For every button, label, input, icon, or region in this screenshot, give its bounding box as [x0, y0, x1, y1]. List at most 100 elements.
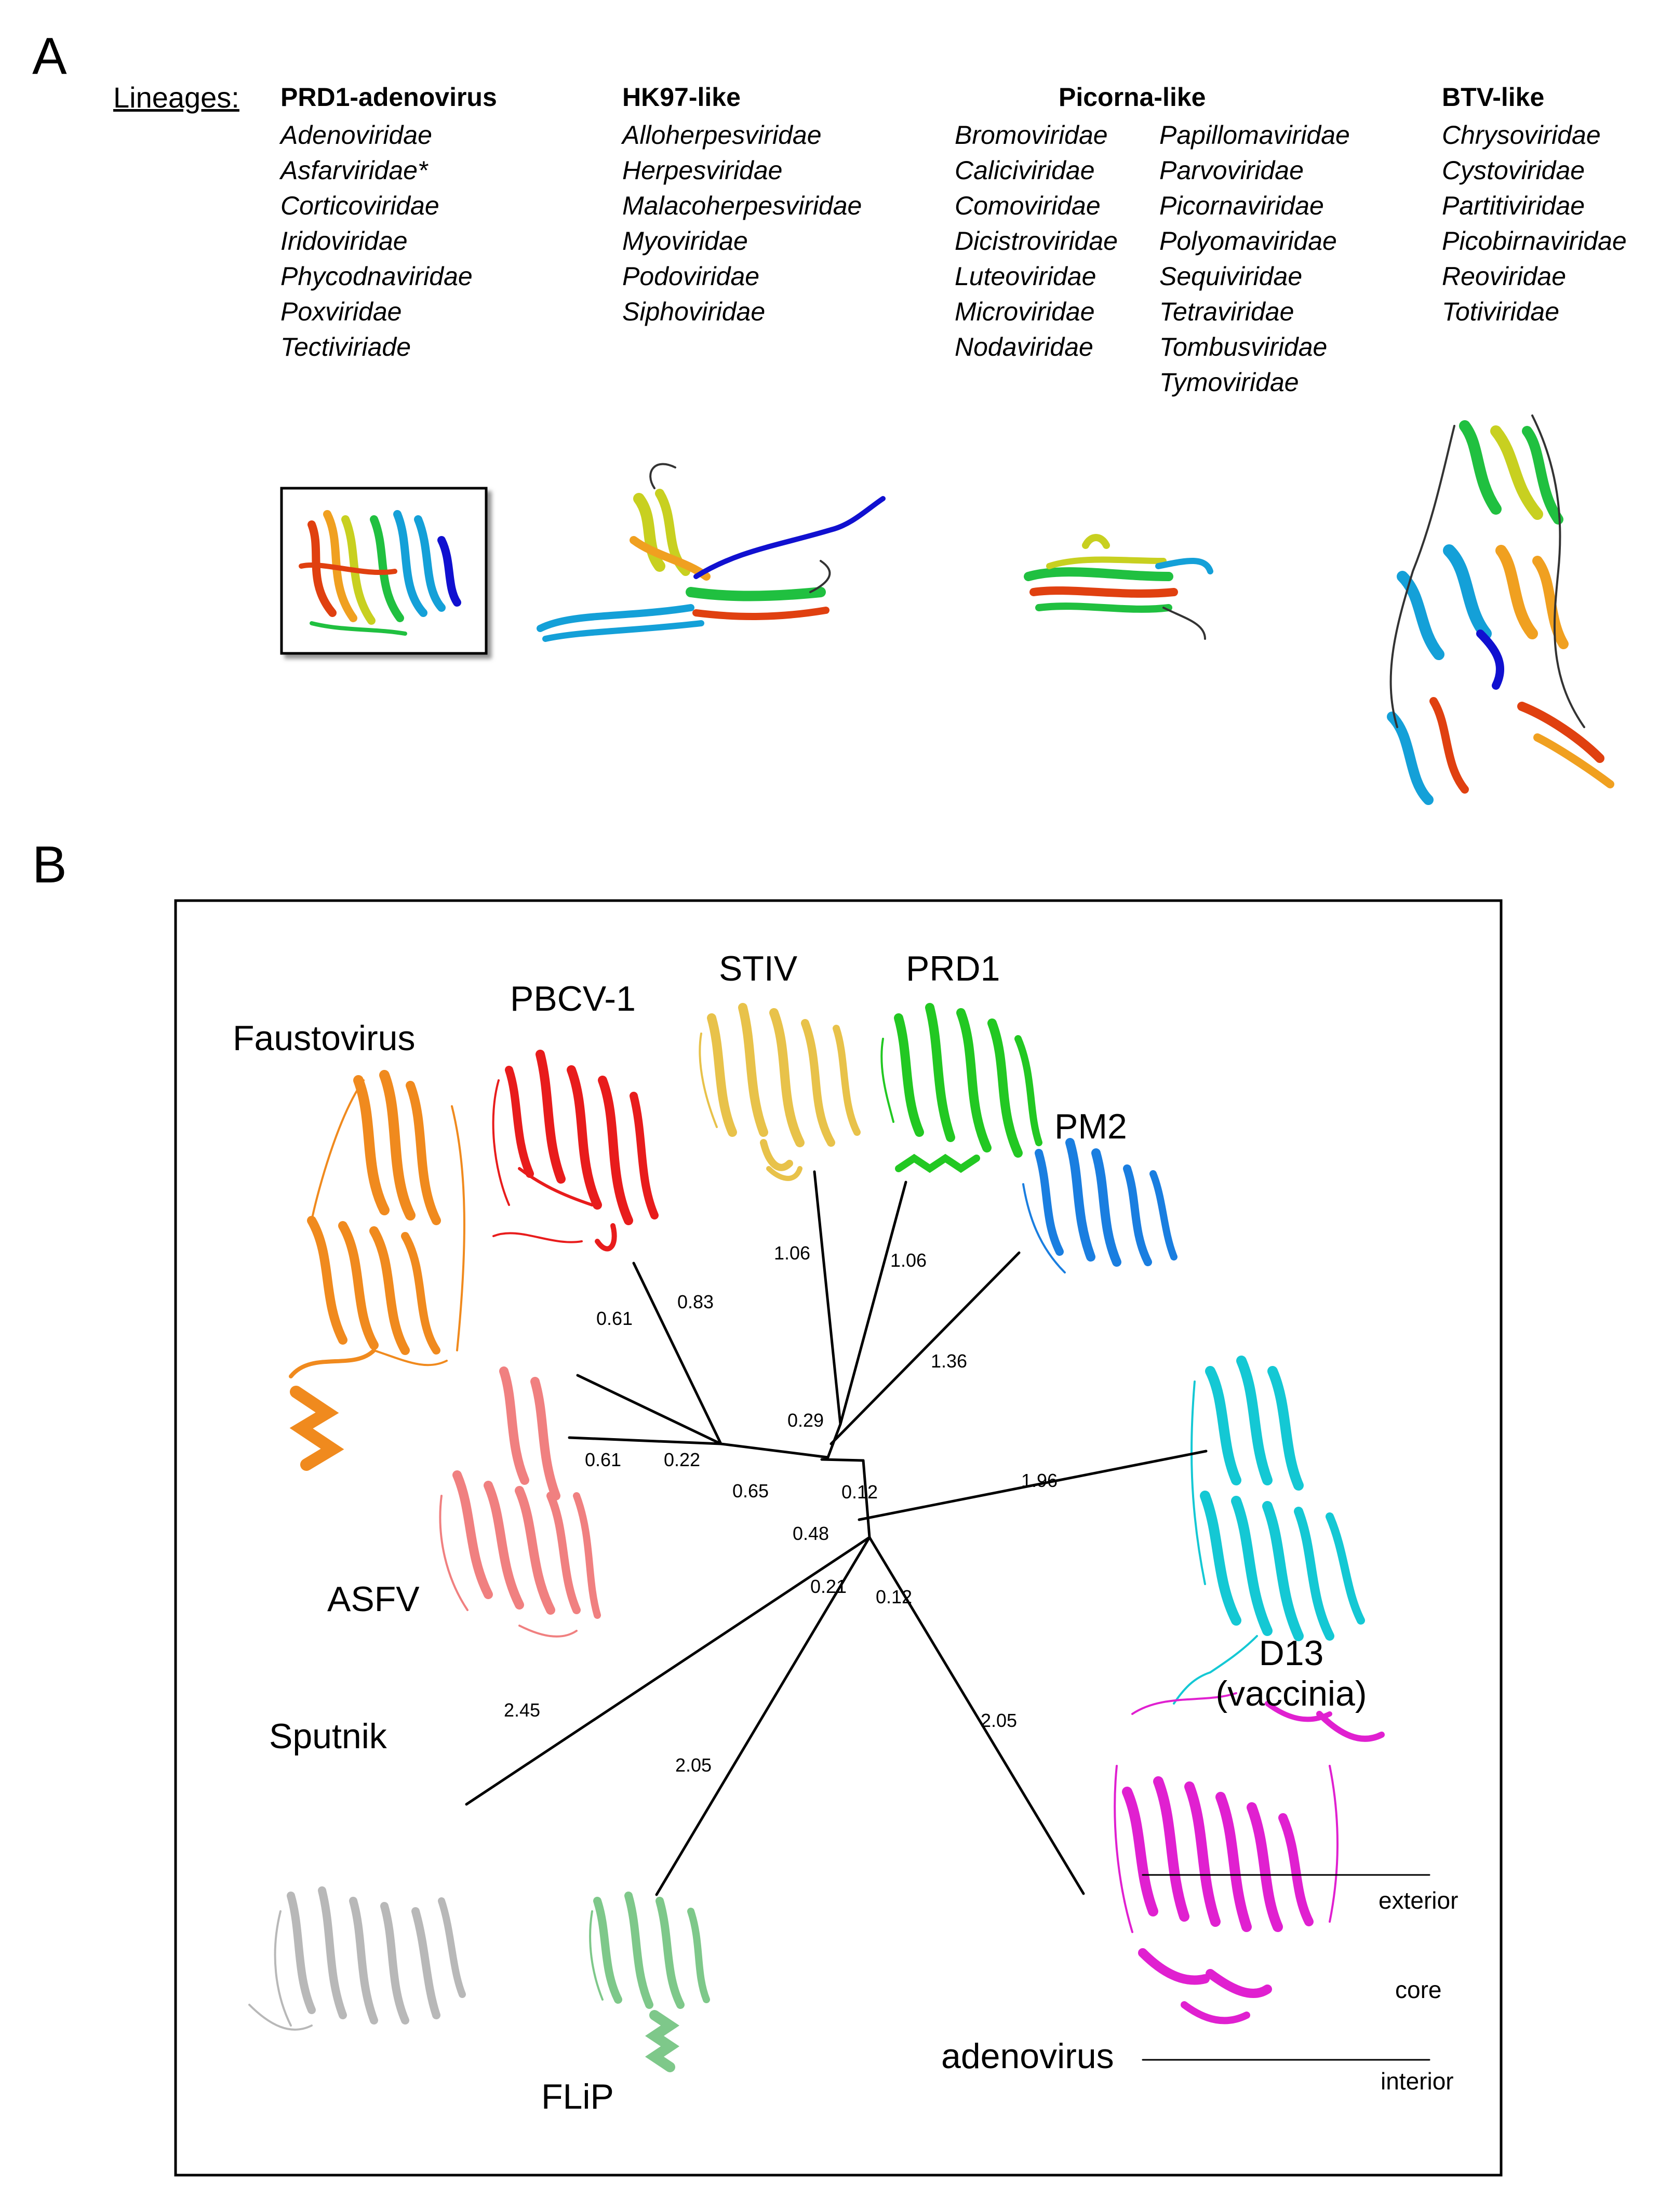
family-item: Microviridae [955, 297, 1095, 326]
pm2-structure-icon [1022, 1138, 1178, 1273]
branch-length-pbcv1: 0.83 [677, 1291, 714, 1312]
branch-length-lower-stem: 0.21 [810, 1576, 847, 1597]
pbcv1-structure-icon [492, 1050, 659, 1252]
branch-adenovirus [868, 1536, 1085, 1895]
family-item: Papillomaviridae [1159, 120, 1350, 150]
family-item: Bromoviridae [955, 120, 1108, 150]
family-item: Luteoviridae [955, 262, 1096, 291]
label-asfv: ASFV [327, 1579, 420, 1619]
branch-prd1 [839, 1181, 907, 1426]
family-item: Dicistroviridae [955, 226, 1118, 256]
label-stiv: STIV [719, 949, 798, 988]
branch-sputnik [465, 1536, 871, 1806]
family-item: Asfarviridae* [280, 156, 428, 185]
family-item: Malacoherpesviridae [622, 191, 862, 220]
label-faustovirus: Faustovirus [233, 1018, 416, 1058]
branch-pm2 [830, 1251, 1021, 1445]
label-pm2: PM2 [1054, 1107, 1127, 1146]
family-item: Comoviridae [955, 191, 1101, 220]
family-item: Totiviridae [1442, 297, 1560, 326]
family-item: Myoviridae [622, 226, 748, 256]
family-item: Corticoviridae [280, 191, 439, 220]
family-item: Podoviridae [622, 262, 760, 291]
lineage-btv-like: BTV-like Chrysoviridae Cystoviridae Part… [1442, 84, 1627, 329]
branch-stiv [813, 1170, 842, 1426]
family-item: Caliciviridae [955, 156, 1095, 185]
label-pbcv1: PBCV-1 [510, 979, 636, 1018]
region-label-core: core [1395, 1976, 1442, 2003]
branch-d13 [858, 1450, 1208, 1521]
family-list-picorna-col2: Papillomaviridae Parvoviridae Picornavir… [1159, 117, 1350, 400]
branch-length-stiv: 1.06 [774, 1242, 811, 1264]
family-item: Tymoviridae [1159, 368, 1299, 397]
panel-b-frame [174, 899, 1503, 2177]
family-item: Tectiviriade [280, 332, 411, 361]
prd1-structure-icon [880, 1003, 1042, 1173]
family-list: Adenoviridae Asfarviridae* Corticovirida… [280, 117, 497, 365]
picorna-lineage-structure-icon [1024, 534, 1213, 640]
family-item: Sequiviridae [1159, 262, 1303, 291]
family-item: Herpesviridae [622, 156, 783, 185]
family-item: Tombusviridae [1159, 332, 1328, 361]
branch-length-asfv: 0.61 [585, 1449, 622, 1470]
family-item: Adenoviridae [280, 120, 432, 150]
family-item: Poxviridae [280, 297, 402, 326]
branch-flip [655, 1536, 871, 1896]
family-item: Alloherpesviridae [622, 120, 822, 150]
family-item: Reoviridae [1442, 262, 1567, 291]
lineage-title: PRD1-adenovirus [280, 83, 497, 112]
lineage-title: BTV-like [1442, 83, 1545, 112]
family-list: Alloherpesviridae Herpesviridae Malacohe… [622, 117, 862, 329]
label-prd1: PRD1 [906, 949, 1000, 988]
label-d13-line2: (vaccinia) [1215, 1674, 1367, 1713]
label-d13: D13 (vaccinia) [1213, 1633, 1369, 1714]
panel-a-letter: A [32, 27, 67, 85]
branch-length-central: 0.48 [793, 1523, 830, 1544]
branch-length-flip: 2.05 [675, 1754, 712, 1776]
lineage-hk97-like: HK97-like Alloherpesviridae Herpesvirida… [622, 84, 862, 329]
branch-length-d13: 1.96 [1021, 1470, 1058, 1491]
branch-faustovirus [576, 1374, 723, 1445]
family-item: Siphoviridae [622, 297, 766, 326]
panel-b-letter: B [32, 836, 67, 894]
asfv-structure-icon [439, 1366, 601, 1638]
branch-length-ncldv: 0.65 [732, 1480, 769, 1502]
label-sputnik: Sputnik [269, 1717, 387, 1756]
branch-length-clade-asfv-pbcv: 0.22 [664, 1449, 701, 1470]
branch-length-lower-node: 0.12 [876, 1586, 913, 1607]
branch-length-sputnik: 2.45 [504, 1699, 541, 1721]
branch-asfv [568, 1436, 723, 1445]
branch-central-lower [862, 1459, 871, 1539]
panel-a-structures [280, 414, 1614, 805]
family-item: Parvoviridae [1159, 156, 1304, 185]
branch-length-stiv-prd1: 0.29 [787, 1410, 824, 1431]
flip-structure-icon [589, 1892, 710, 2072]
family-list-picorna-col1: Bromoviridae Caliciviridae Comoviridae D… [955, 117, 1118, 365]
label-adenovirus: adenovirus [941, 2036, 1114, 2076]
lineage-title: HK97-like [622, 83, 741, 112]
family-item: Picornaviridae [1159, 191, 1324, 220]
branch-length-faustovirus: 0.61 [596, 1308, 633, 1329]
family-item: Picobirnaviridae [1442, 226, 1627, 256]
family-item: Chrysoviridae [1442, 120, 1601, 150]
branch-ncldv-stem [719, 1442, 830, 1459]
branch-length-adenovirus: 2.05 [981, 1710, 1018, 1731]
branch-length-pm2: 1.36 [931, 1350, 968, 1372]
family-item: Phycodnaviridae [280, 262, 473, 291]
region-label-exterior: exterior [1379, 1887, 1459, 1914]
sputnik-structure-icon [248, 1886, 466, 2031]
lineages-label: Lineages: [113, 81, 239, 114]
branch-central-upper [820, 1458, 865, 1462]
family-list: Chrysoviridae Cystoviridae Partitivirida… [1442, 117, 1627, 329]
lineage-prd1-adenovirus: PRD1-adenovirus Adenoviridae Asfarvirida… [280, 84, 497, 365]
label-d13-line1: D13 [1259, 1633, 1324, 1673]
lineage-picorna-like-title: Picorna-like [1059, 83, 1206, 112]
stiv-structure-icon [699, 1003, 861, 1181]
family-item: Iridoviridae [280, 226, 408, 256]
family-item: Polyomaviridae [1159, 226, 1337, 256]
prd1-lineage-structure-icon [299, 510, 461, 636]
tree-branches [465, 1170, 1430, 2061]
region-label-interior: interior [1381, 2068, 1454, 2095]
branch-length-upper-node: 0.12 [841, 1481, 878, 1503]
